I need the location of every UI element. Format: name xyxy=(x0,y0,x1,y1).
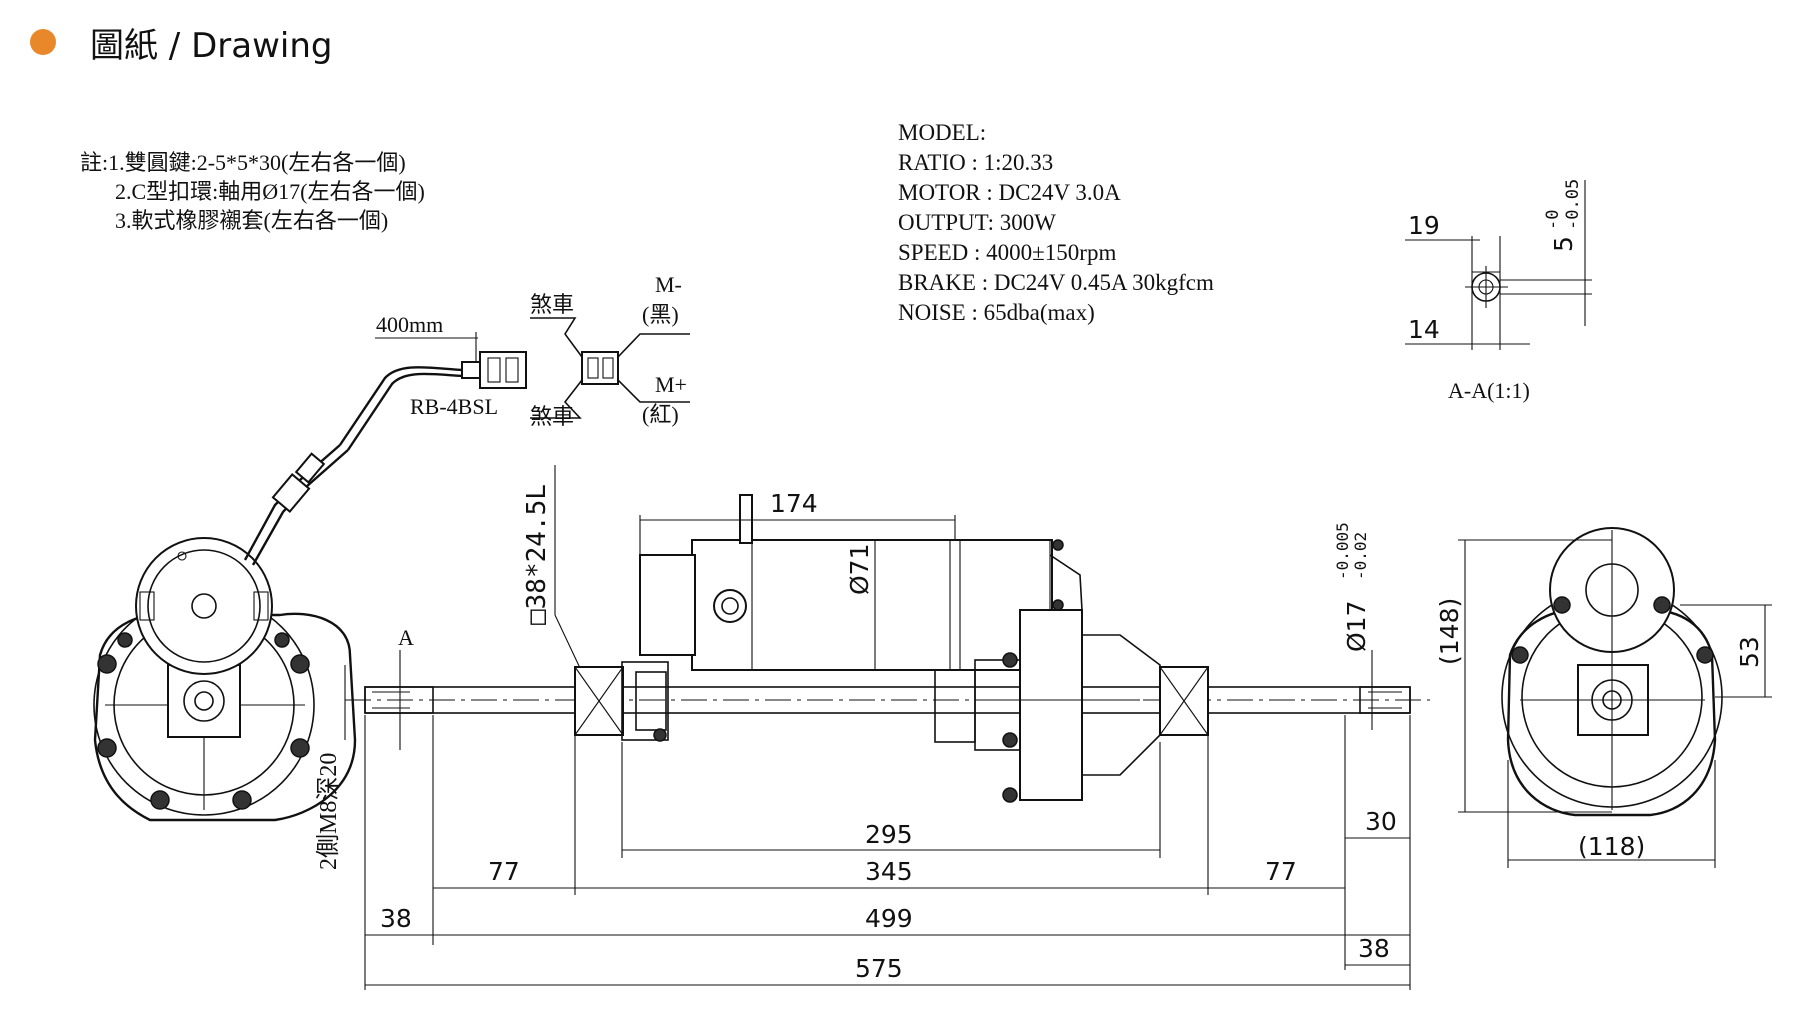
key-tol-lower: -0.05 xyxy=(1563,179,1583,230)
m-plus-label: M+ xyxy=(655,372,687,397)
section-label: A-A(1:1) xyxy=(1448,378,1530,403)
page-title: 圖紙 / Drawing xyxy=(90,25,333,66)
key-width: 5 xyxy=(1549,236,1578,252)
dim-center-height: 53 xyxy=(1735,636,1764,668)
front-view: A 2側M8深20 xyxy=(93,444,414,870)
dim-motor-dia: Ø71 xyxy=(845,544,874,596)
connector-label: RB-4BSL xyxy=(410,394,498,419)
section-mark: A xyxy=(398,625,414,650)
dimension-labels: 174 Ø71 □38*24.5L Ø17 -0.005 -0.02 (148)… xyxy=(380,484,1764,983)
notes-block: 註:1.雙圓鍵:2-5*5*30(左右各一個) 2.C型扣環:軸用Ø17(左右各… xyxy=(80,150,425,233)
dim-38-right: 38 xyxy=(1358,934,1390,963)
motor-end-disc xyxy=(135,537,273,675)
brake-top-label: 煞車 xyxy=(530,292,574,317)
motor-terminal xyxy=(713,589,747,623)
drawing-heading: 圖紙 / Drawing xyxy=(30,20,333,66)
brake-cap xyxy=(639,554,696,656)
note-line: 3.軟式橡膠襯套(左右各一個) xyxy=(115,208,388,233)
spec-block: MODEL: RATIO : 1:20.33 MOTOR : DC24V 3.0… xyxy=(898,120,1214,325)
dim-499: 499 xyxy=(865,904,913,933)
m-plus-color: (紅) xyxy=(642,402,679,427)
key-tol-upper: -0 xyxy=(1543,210,1563,230)
spec-line: MODEL: xyxy=(898,120,986,145)
brake-bottom-label: 煞車 xyxy=(530,404,574,429)
section-dim-19: 19 xyxy=(1408,211,1440,240)
spec-line: NOISE : 65dba(max) xyxy=(898,300,1095,325)
dim-width: (118) xyxy=(1578,832,1645,861)
section-aa: 19 14 5 -0 -0.05 A-A(1:1) xyxy=(1405,179,1592,403)
dim-30: 30 xyxy=(1365,807,1397,836)
mount-holes-label: 2側M8深20 xyxy=(315,753,342,870)
spec-line: RATIO : 1:20.33 xyxy=(898,150,1053,175)
connector-body xyxy=(479,351,527,389)
cable-length-label: 400mm xyxy=(376,312,443,337)
dim-38-left: 38 xyxy=(380,904,412,933)
section-dim-14: 14 xyxy=(1408,315,1440,344)
spec-line: OUTPUT: 300W xyxy=(898,210,1056,235)
dim-575: 575 xyxy=(855,954,903,983)
spec-line: SPEED : 4000±150rpm xyxy=(898,240,1116,265)
dim-345: 345 xyxy=(865,857,913,886)
square-callout: □38*24.5L xyxy=(522,484,552,625)
spec-line: BRAKE : DC24V 0.45A 30kgfcm xyxy=(898,270,1214,295)
dim-77-left: 77 xyxy=(488,857,520,886)
dim-295: 295 xyxy=(865,820,913,849)
gearbox-housing xyxy=(1019,609,1083,801)
dim-height: (148) xyxy=(1435,598,1464,665)
heading-bullet-icon xyxy=(30,29,56,55)
wiring-detail: 400mm RB-4BSL 煞車 煞車 M- (黑) M+ (紅) xyxy=(339,272,690,451)
dim-174: 174 xyxy=(770,489,818,518)
note-line: 註:1.雙圓鍵:2-5*5*30(左右各一個) xyxy=(80,150,406,175)
shaft-tol-upper: -0.005 xyxy=(1333,522,1352,580)
axle-assembly xyxy=(345,494,1430,803)
shaft-tol-lower: -0.02 xyxy=(1351,532,1370,580)
dimension-lines xyxy=(344,465,1772,990)
dim-77-right: 77 xyxy=(1265,857,1297,886)
note-line: 2.C型扣環:軸用Ø17(左右各一個) xyxy=(115,179,425,204)
output-hub xyxy=(167,664,241,738)
m-minus-color: (黑) xyxy=(642,302,679,327)
dim-shaft-dia: Ø17 xyxy=(1342,601,1371,653)
m-minus-label: M- xyxy=(655,272,682,297)
end-view xyxy=(1501,527,1723,817)
spec-line: MOTOR : DC24V 3.0A xyxy=(898,180,1121,205)
